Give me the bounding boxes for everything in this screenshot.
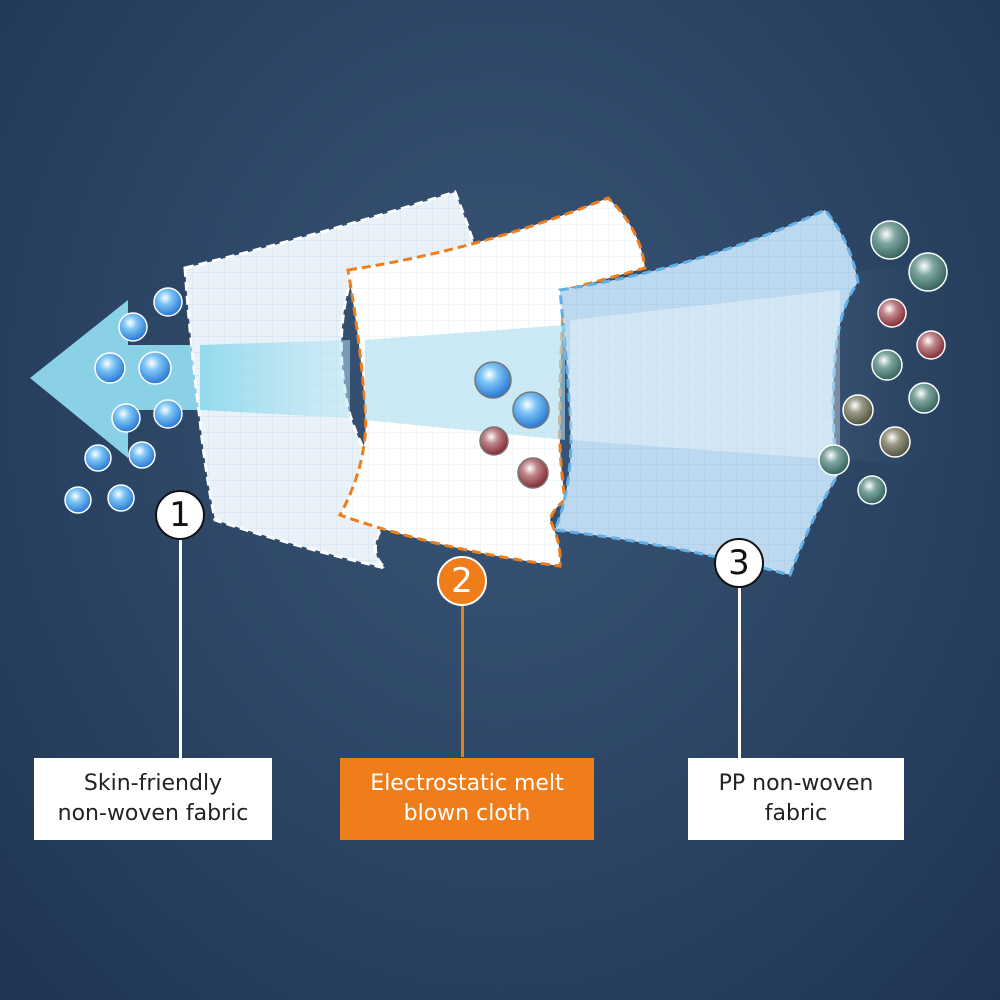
incoming-particles: [818, 220, 948, 505]
air-beam-layer-1: [200, 340, 350, 418]
clean-particles: [64, 287, 183, 514]
layer-1-label: Skin-friendly non-woven fabric: [34, 758, 272, 840]
layer-2-label: Electrostatic melt blown cloth: [340, 758, 594, 840]
layer-3-label: PP non-woven fabric: [688, 758, 904, 840]
clean-air-arrow: [30, 300, 215, 458]
leader-line-2: [461, 605, 464, 757]
layer-2-number-badge: 2: [437, 556, 487, 606]
captured-particles: [474, 361, 550, 489]
layer-1-number-badge: 1: [155, 490, 205, 540]
air-beam-layer-3: [570, 290, 840, 460]
layer-3-number-badge: 3: [714, 538, 764, 588]
leader-line-1: [179, 540, 182, 758]
leader-line-3: [738, 588, 741, 758]
